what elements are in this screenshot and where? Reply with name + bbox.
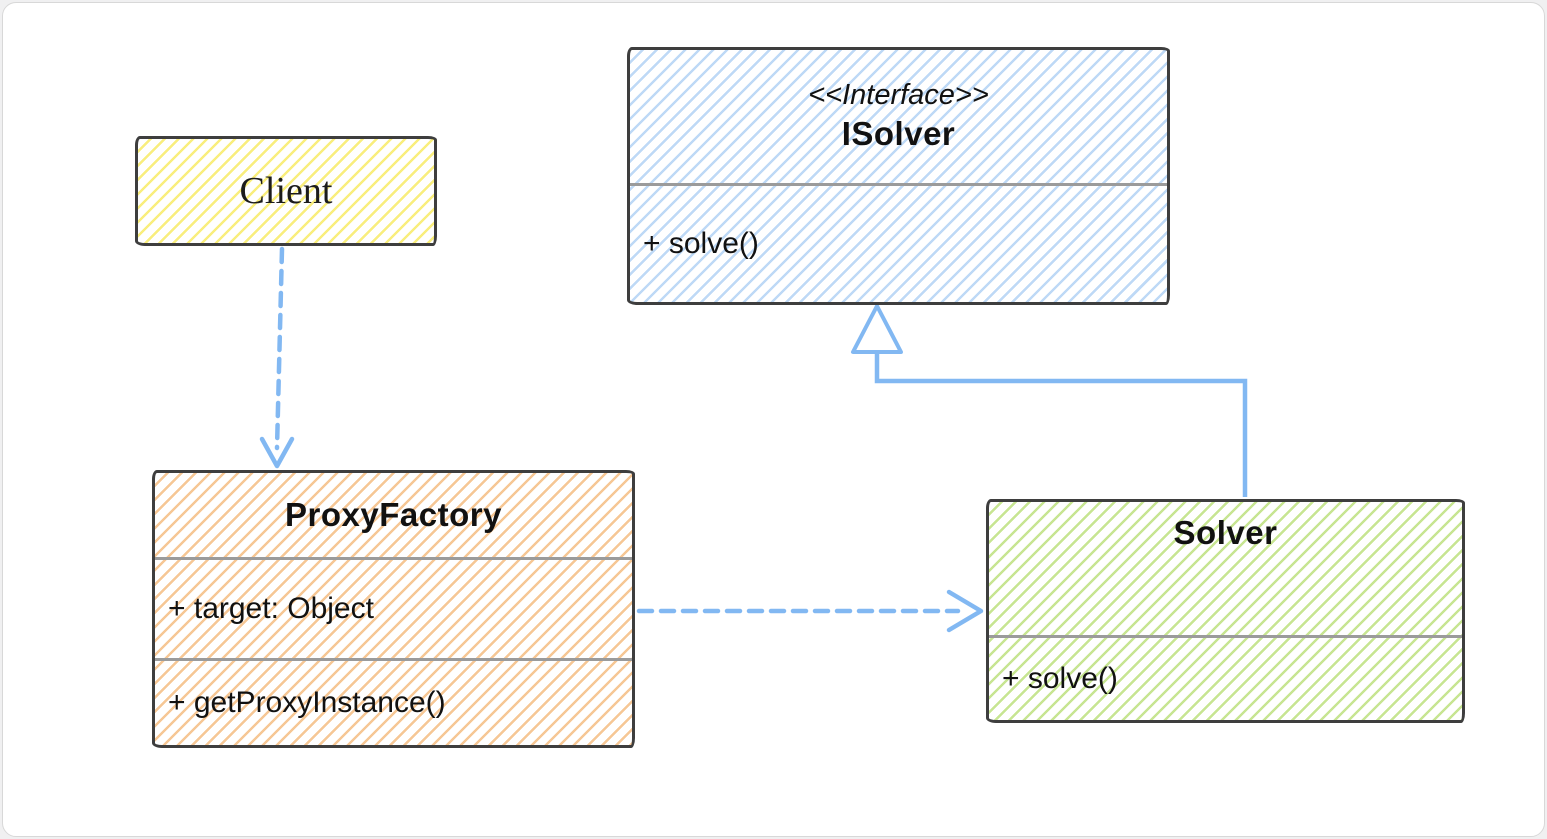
dependency-line[interactable] bbox=[274, 246, 285, 451]
class-box-client[interactable]: Client bbox=[135, 136, 437, 246]
edge-client-to-proxyfactory[interactable] bbox=[259, 246, 295, 469]
proxyfactory-attributes-section: + target: Object bbox=[155, 557, 632, 658]
edge-proxyfactory-to-solver[interactable] bbox=[636, 589, 984, 633]
interface-box-isolver[interactable]: <<Interface>> ISolver + solve() bbox=[627, 47, 1170, 305]
client-title-section: Client bbox=[138, 139, 434, 243]
isolver-title-section: <<Interface>> ISolver bbox=[630, 50, 1167, 183]
realization-triangle-icon bbox=[851, 304, 903, 354]
method-label: + solve() bbox=[643, 227, 759, 260]
dependency-arrowhead-icon bbox=[259, 436, 295, 469]
class-title: ISolver bbox=[841, 115, 956, 153]
class-box-proxyfactory[interactable]: ProxyFactory + target: Object + getProxy… bbox=[152, 470, 635, 748]
class-title: Client bbox=[239, 170, 333, 212]
isolver-methods-section: + solve() bbox=[630, 183, 1167, 302]
proxyfactory-methods-section: + getProxyInstance() bbox=[155, 658, 632, 745]
realization-line[interactable] bbox=[874, 352, 1248, 497]
edge-solver-to-isolver[interactable] bbox=[851, 304, 1248, 497]
method-label: + getProxyInstance() bbox=[168, 686, 446, 719]
dependency-arrowhead-icon bbox=[946, 589, 984, 633]
class-box-solver[interactable]: Solver + solve() bbox=[986, 499, 1465, 723]
interface-stereotype: <<Interface>> bbox=[808, 79, 989, 112]
method-label: + solve() bbox=[1002, 662, 1118, 695]
solver-title-section: Solver bbox=[989, 502, 1462, 635]
class-title: ProxyFactory bbox=[285, 496, 502, 534]
class-title: Solver bbox=[1173, 514, 1278, 551]
proxyfactory-title-section: ProxyFactory bbox=[155, 473, 632, 557]
attribute-label: + target: Object bbox=[168, 592, 374, 625]
solver-methods-section: + solve() bbox=[989, 635, 1462, 720]
